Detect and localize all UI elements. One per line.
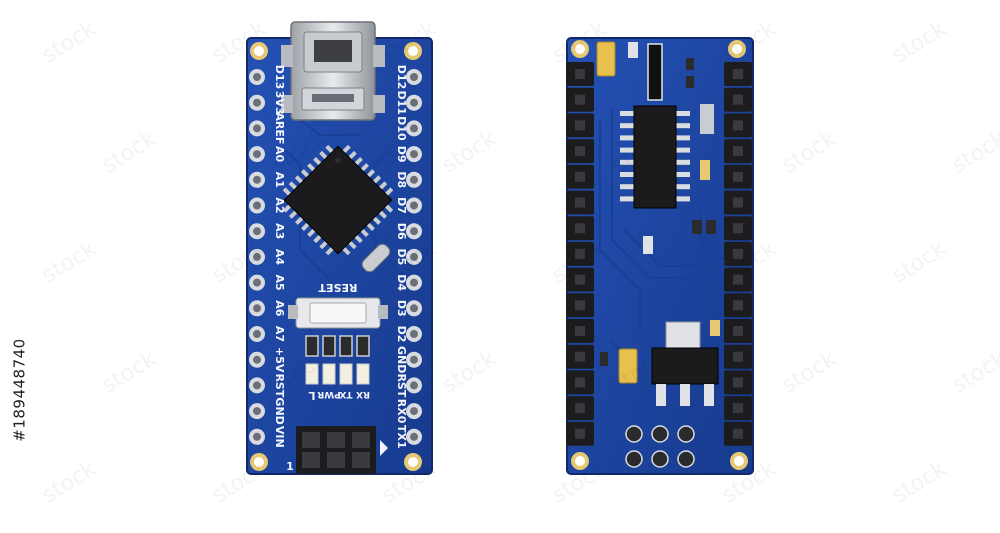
pin-label: D12 xyxy=(395,65,408,89)
pin-hole xyxy=(410,124,418,133)
back-board xyxy=(566,37,754,475)
pin-label: TX1 xyxy=(395,425,408,449)
pin-label: D13 xyxy=(273,65,286,89)
reset-label: RESET xyxy=(318,281,357,294)
pin-label: VIN xyxy=(273,426,286,448)
pin-label: A6 xyxy=(273,300,286,317)
pin-hole xyxy=(410,150,418,159)
pin-hole xyxy=(253,98,261,107)
front-board: RESET L PWR TX xyxy=(246,21,433,475)
icsp-header: 1 xyxy=(286,426,388,474)
crystal-component xyxy=(361,243,391,273)
pin-hole xyxy=(253,150,261,159)
front-right-pin-pads xyxy=(406,69,422,445)
pin-hole xyxy=(253,304,261,313)
pin-hole xyxy=(410,175,418,184)
pin-hole xyxy=(410,252,418,261)
pin-label: D8 xyxy=(395,171,408,188)
pin-hole xyxy=(253,252,261,261)
pin-hole xyxy=(253,73,261,81)
pin-label: D5 xyxy=(395,249,408,266)
pin-hole xyxy=(410,278,418,287)
pin-label: A5 xyxy=(273,275,286,291)
pin-label: A7 xyxy=(273,326,286,342)
back-icsp-pins xyxy=(625,425,695,468)
pin-label: GND xyxy=(395,346,408,373)
pin-hole xyxy=(253,432,261,441)
pin-label: +5V xyxy=(273,347,286,373)
pin-hole xyxy=(410,304,418,313)
reset-button: RESET xyxy=(288,281,388,329)
pin-label: D11 xyxy=(395,90,408,114)
led-label-tx: TX xyxy=(339,389,352,399)
pin-hole xyxy=(253,381,261,390)
led-label-rx: RX xyxy=(356,389,370,399)
front-mounting-holes xyxy=(250,42,422,471)
pin-hole xyxy=(253,407,261,416)
pin-label: D4 xyxy=(395,274,408,291)
tantalum-capacitor-bottom xyxy=(618,348,638,384)
pin-hole xyxy=(410,330,418,338)
pin-label: D9 xyxy=(395,146,408,163)
pin-hole xyxy=(410,381,418,390)
pin-label: D3 xyxy=(395,300,408,317)
usb-serial-chip xyxy=(620,105,690,209)
led-labels: L PWR TX RX xyxy=(308,389,369,402)
pin-label: A2 xyxy=(273,197,286,213)
pin-label: D10 xyxy=(395,116,408,141)
tantalum-capacitor-top xyxy=(596,41,616,77)
pin-label: RST xyxy=(273,373,286,397)
pin-label: A3 xyxy=(273,223,286,239)
led-label-l: L xyxy=(308,389,315,402)
pin-label: D6 xyxy=(395,223,408,240)
back-right-header-pins xyxy=(724,62,752,446)
pin-hole xyxy=(410,407,418,416)
pin-hole xyxy=(410,98,418,107)
front-left-pin-pads xyxy=(249,69,265,445)
pin-hole xyxy=(410,227,418,236)
pin-hole xyxy=(253,175,261,184)
pin-hole xyxy=(253,124,261,133)
pin-label: A4 xyxy=(273,249,286,266)
pin-hole xyxy=(410,201,418,210)
smd-resistors xyxy=(305,335,370,357)
status-leds xyxy=(305,363,370,385)
pin-hole xyxy=(410,432,418,441)
microcontroller-chip xyxy=(282,144,394,256)
pin-hole xyxy=(410,355,418,364)
stock-id-text: #189448740 xyxy=(11,338,29,442)
pin-label: RX0 xyxy=(395,399,408,424)
pin-label: D2 xyxy=(395,326,408,343)
pin-hole xyxy=(253,355,261,364)
back-left-header-pins xyxy=(566,62,594,446)
pin-label: A1 xyxy=(273,172,286,188)
pin-label: D7 xyxy=(395,197,408,214)
pin-hole xyxy=(253,227,261,236)
stock-id-label: #189448740 xyxy=(6,270,34,510)
small-smd-parts xyxy=(600,42,720,366)
pin-hole xyxy=(253,201,261,210)
pin-label: GND xyxy=(273,397,286,424)
voltage-regulator xyxy=(651,321,719,406)
pin-label: RST xyxy=(395,373,408,397)
back-mounting-holes xyxy=(571,40,748,470)
pin-label: AREF xyxy=(273,112,286,144)
pin-label: A0 xyxy=(273,146,286,163)
pin-label: 3V3 xyxy=(273,91,286,115)
icsp-pin1-mark: 1 xyxy=(286,460,294,473)
led-label-pwr: PWR xyxy=(317,389,341,399)
pin-hole xyxy=(253,278,261,287)
pin-hole xyxy=(253,330,261,338)
mini-usb-connector xyxy=(281,21,385,121)
pin-hole xyxy=(410,73,418,81)
